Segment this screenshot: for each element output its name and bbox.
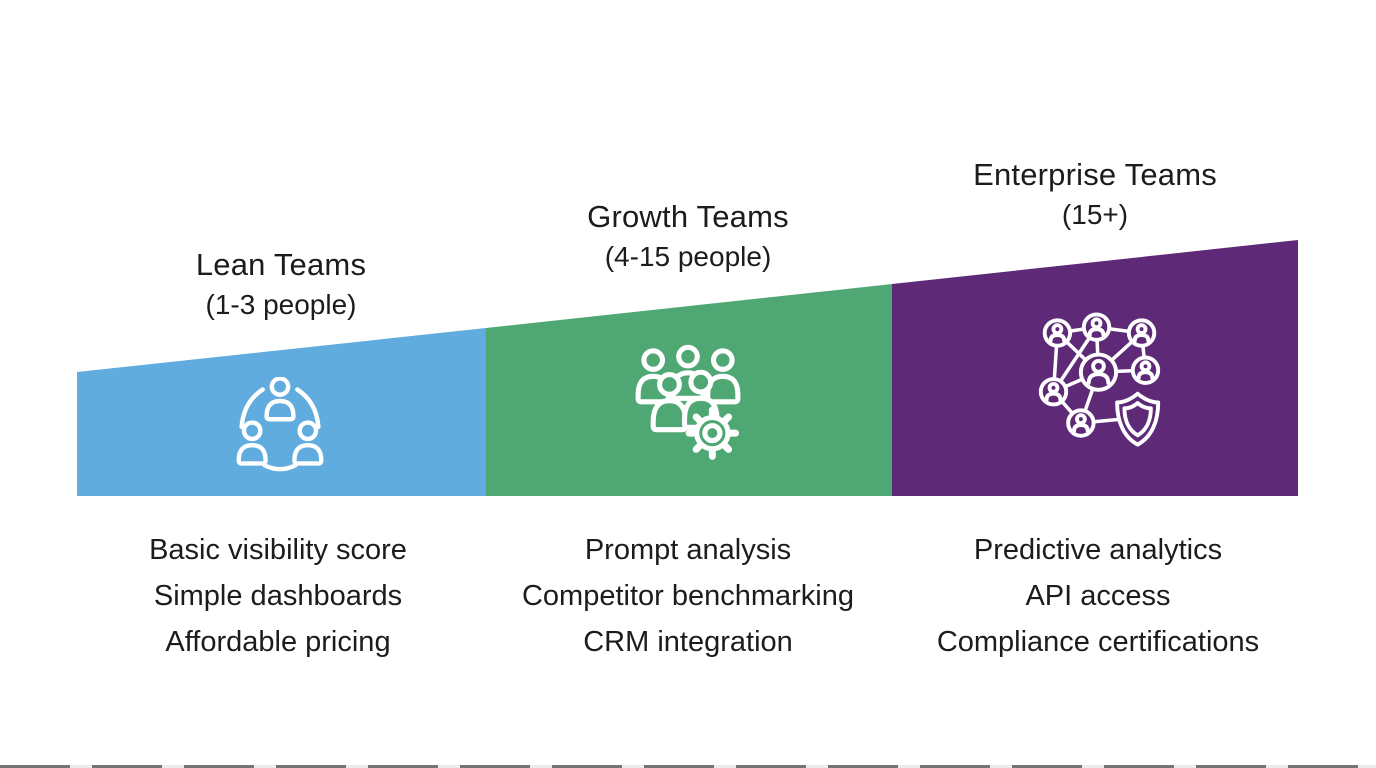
section-lean-title-block: Lean Teams (1-3 people) — [61, 245, 501, 324]
shield-icon — [1115, 391, 1161, 447]
section-title: Growth Teams — [587, 199, 789, 234]
feature-item: Affordable pricing — [165, 626, 391, 658]
feature-item: Competitor benchmarking — [521, 580, 855, 612]
section-title: Enterprise Teams — [973, 157, 1217, 192]
three-people-network-icon — [236, 377, 324, 472]
gear-icon — [685, 406, 740, 460]
section-subtitle: (1-3 people) — [205, 289, 357, 320]
feature-item: Basic visibility score — [149, 534, 407, 566]
feature-item: Predictive analytics — [973, 534, 1223, 566]
people-group-gear-icon — [635, 344, 741, 460]
ramp-segment-lean — [77, 328, 486, 496]
feature-item: API access — [1025, 580, 1171, 612]
feature-item: Simple dashboards — [153, 580, 403, 612]
section-growth-title-block: Growth Teams (4-15 people) — [468, 197, 908, 276]
section-subtitle: (4-15 people) — [604, 241, 772, 272]
section-title: Lean Teams — [195, 247, 367, 282]
feature-item: Prompt analysis — [584, 534, 792, 566]
section-enterprise-title-block: Enterprise Teams (15+) — [875, 155, 1315, 234]
bottom-edge-artifact — [0, 765, 1376, 768]
section-subtitle: (15+) — [1061, 199, 1129, 230]
feature-item: CRM integration — [583, 626, 793, 658]
features-enterprise: Predictive analytics API access Complian… — [878, 527, 1318, 665]
people-network-shield-icon — [1038, 312, 1161, 447]
feature-item: Compliance certifications — [936, 626, 1260, 658]
features-lean: Basic visibility score Simple dashboards… — [58, 527, 498, 665]
features-growth: Prompt analysis Competitor benchmarking … — [468, 527, 908, 665]
person-nodes — [1038, 312, 1161, 438]
